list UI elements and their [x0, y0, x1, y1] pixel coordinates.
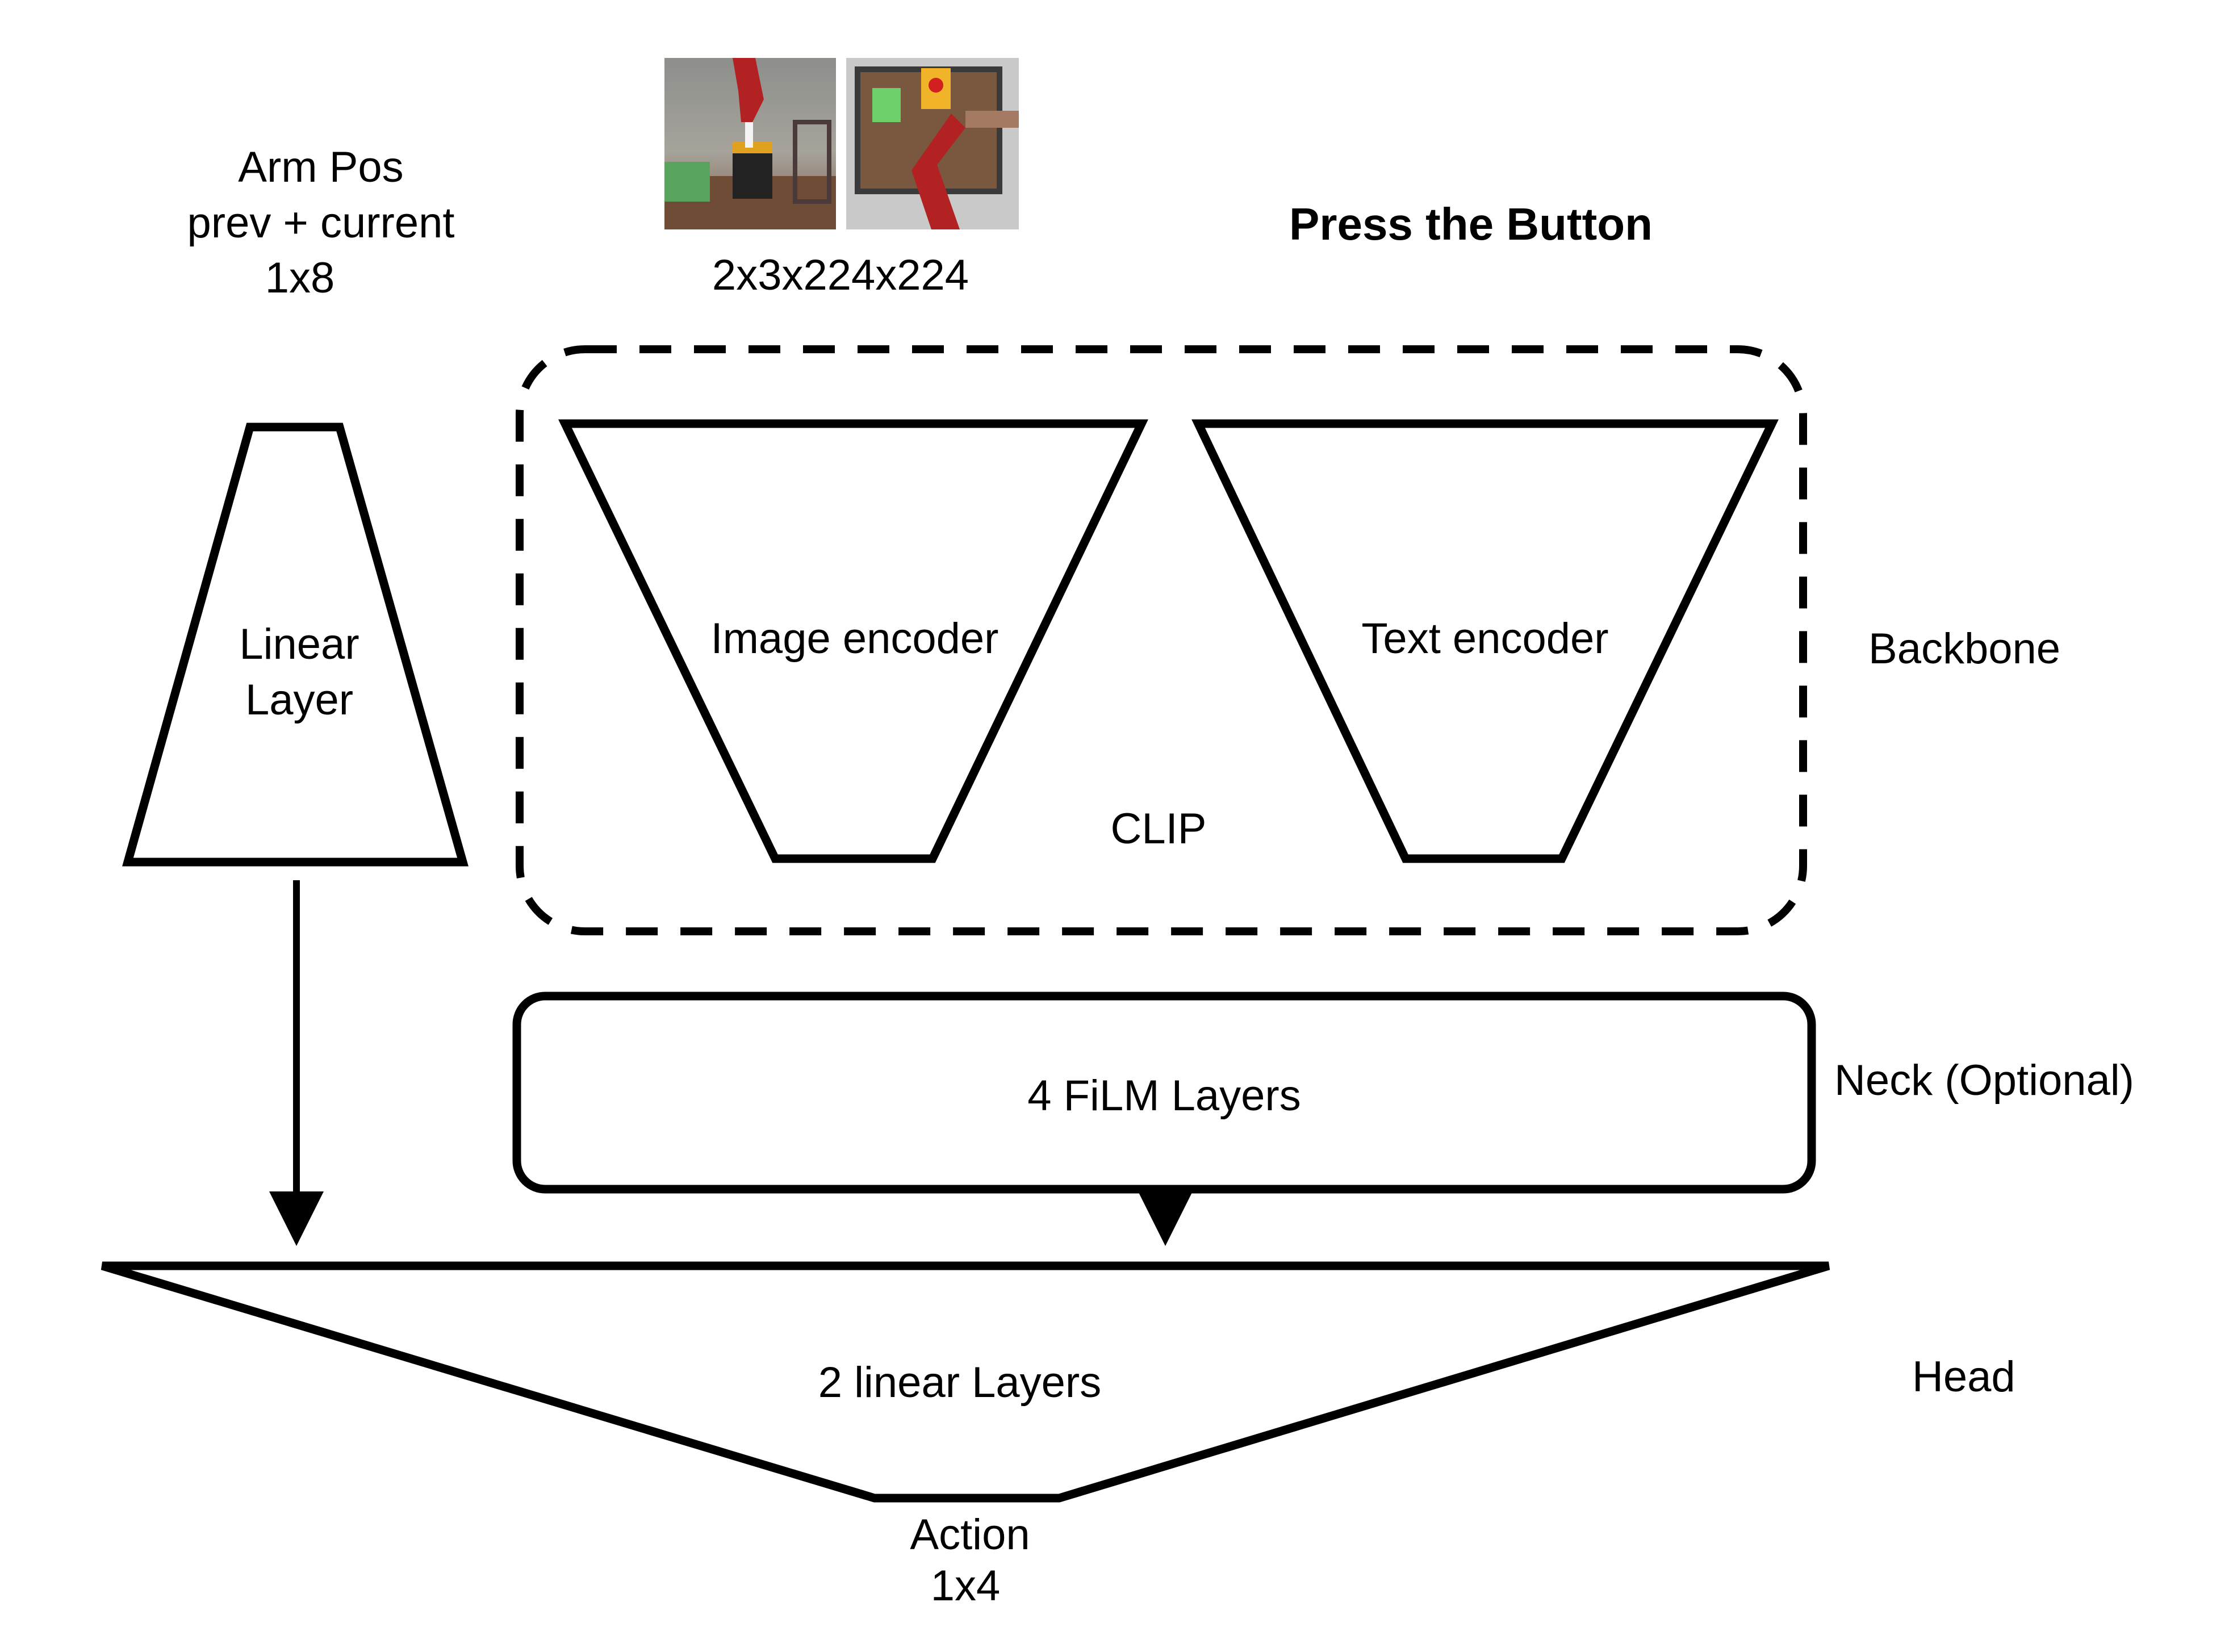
clip-label: CLIP: [1111, 805, 1207, 853]
section-backbone-label: Backbone: [1868, 625, 2060, 673]
image-size-label: 2x3x224x224: [712, 251, 969, 299]
image-encoder-trapezoid: [558, 419, 1148, 863]
linear-layer-label-2: Layer: [245, 676, 353, 724]
linear-layer-label-1: Linear: [239, 620, 359, 668]
instruction-label: Press the Button: [1289, 199, 1653, 249]
text-encoder-trapezoid: [1191, 419, 1779, 863]
section-head-label: Head: [1912, 1353, 2015, 1401]
film-layers-label: 4 FiLM Layers: [1027, 1072, 1301, 1120]
arm-pos-label: Arm Pos: [238, 143, 403, 191]
linear-layer-trapezoid: [122, 423, 469, 867]
head-trapezoid: [101, 1261, 1830, 1503]
camera-image-front: [664, 58, 836, 229]
clip-backbone-container: [516, 345, 1807, 935]
action-label: Action: [910, 1511, 1030, 1559]
text-encoder-label: Text encoder: [1361, 614, 1608, 663]
action-shape: 1x4: [931, 1562, 1001, 1610]
film-layers-block: [512, 992, 1816, 1194]
arm-pos-shape: 1x8: [265, 254, 335, 302]
head-label: 2 linear Layers: [818, 1358, 1102, 1407]
image-encoder-label: Image encoder: [711, 614, 999, 663]
camera-image-top: [846, 58, 1019, 229]
section-neck-label: Neck (Optional): [1834, 1056, 2134, 1105]
arm-pos-desc: prev + current: [187, 199, 455, 247]
